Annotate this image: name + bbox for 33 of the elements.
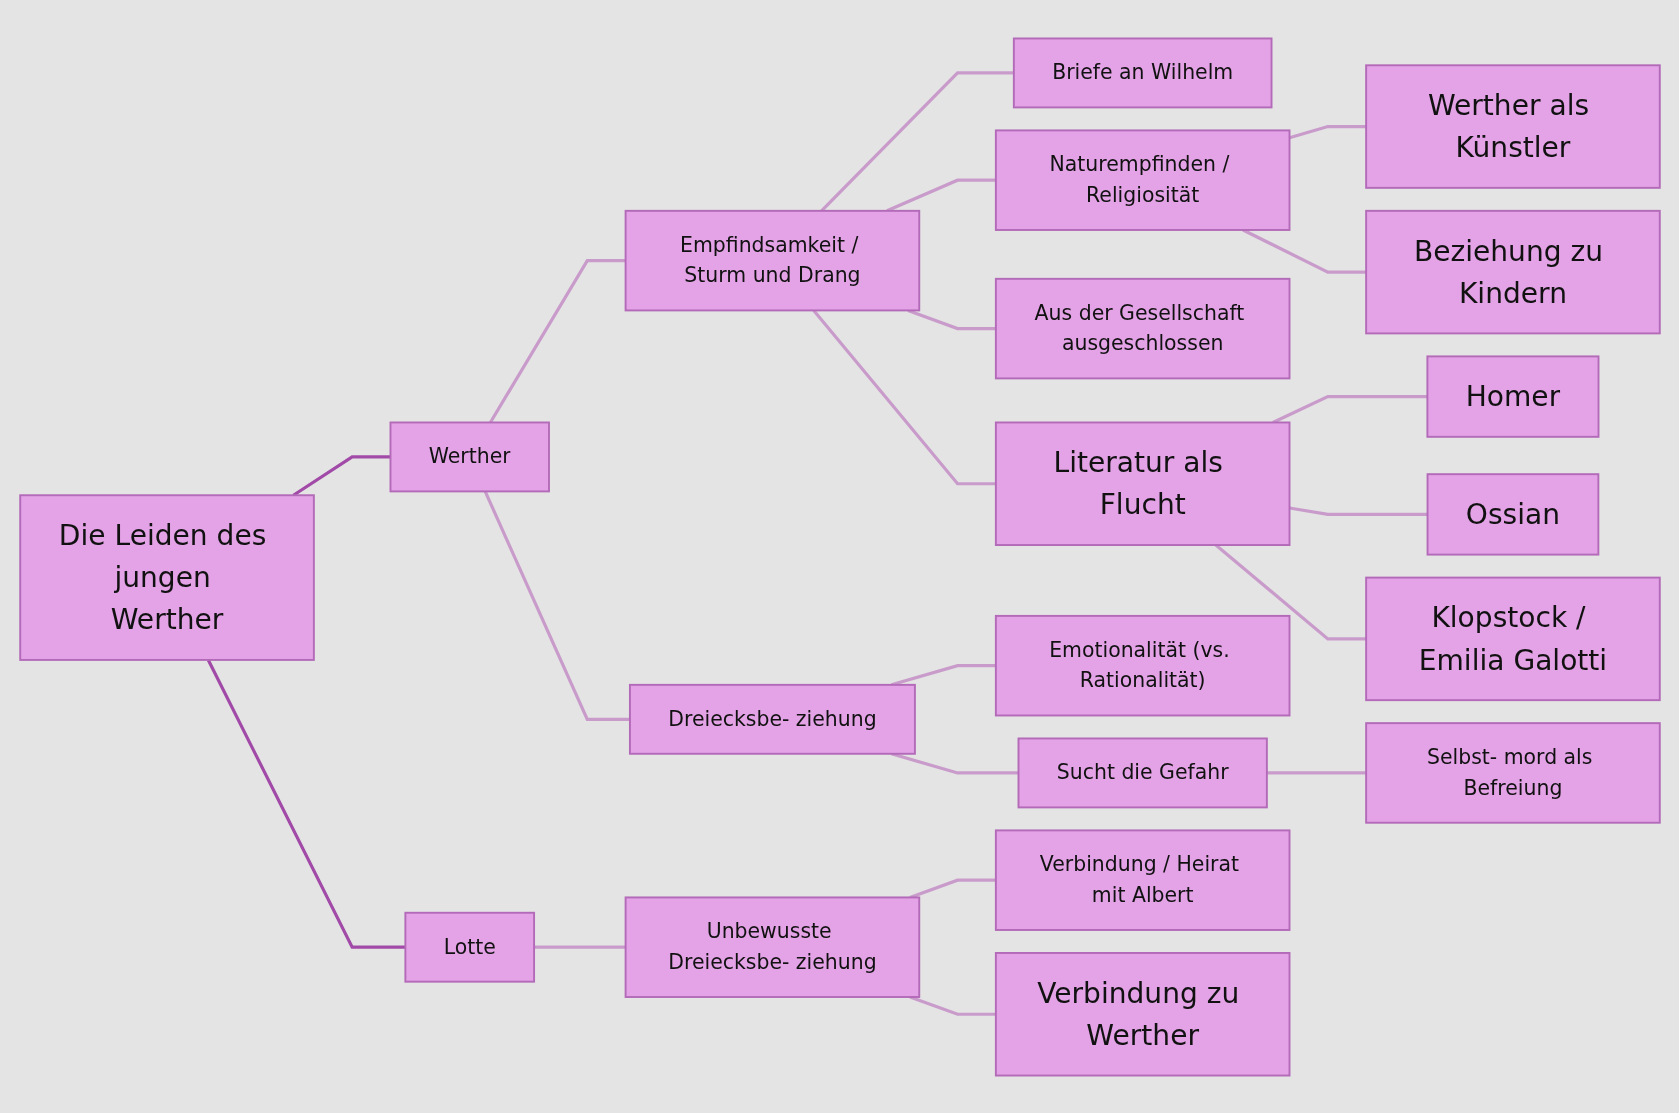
connector [1241,228,1366,274]
node-box: Briefe an Wilhelm [1012,37,1272,108]
node-box: Naturempfinden / Religiosität [994,128,1290,231]
connector [1266,770,1366,775]
connector [885,178,996,212]
node-box: Werther [389,421,550,492]
connector [819,70,1014,212]
connector [483,490,630,721]
node-box: Aus der Gesellschaft ausgeschlossen [994,277,1290,379]
node-box: Lotte [403,911,535,983]
node-box: Selbst- mord als Befreiung [1364,721,1661,824]
node-box: Verbindung zu Werther [994,951,1290,1076]
connector [908,995,996,1016]
connector [890,663,996,686]
connector [906,308,996,330]
node-box: Sucht die Gefahr [1017,737,1268,808]
connector [206,658,405,949]
node-box: Verbindung / Heirat mit Albert [994,828,1290,931]
connector [488,258,626,423]
node-box: Emotionalität (vs. Rationalität) [994,614,1290,716]
node-box: Empfindsamkeit / Sturm und Drang [624,209,920,311]
node-box: Homer [1425,354,1599,438]
connector [1214,543,1366,640]
node-box: Ossian [1426,472,1599,556]
connector [812,308,996,485]
node-box: Dreiecksbe- ziehung [628,683,916,755]
node-box: Die Leiden des jungen Werther [18,493,315,661]
node-box: Beziehung zu Kindern [1364,209,1661,334]
node-box: Werther als Künstler [1364,63,1661,189]
node-box: Literatur als Flucht [994,421,1290,546]
node-box: Unbewusste Dreiecksbe- ziehung [624,895,920,998]
connector [533,945,626,949]
node-box: Klopstock / Emilia Galotti [1364,576,1661,701]
